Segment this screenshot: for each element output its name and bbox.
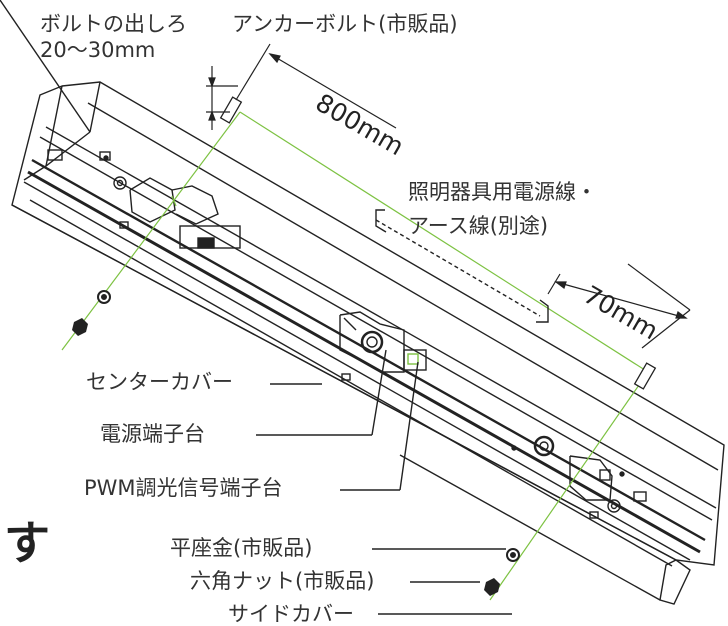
anchor-bolt-right (633, 362, 657, 390)
bolt-protrusion-value: 20〜30mm (40, 38, 156, 62)
label-leaders (256, 349, 512, 615)
bolt-protrusion-label: ボルトの出しろ (40, 12, 187, 36)
fixture-body (0, 0, 725, 605)
wire-bracket (375, 209, 549, 323)
center-cover-label: センターカバー (86, 370, 233, 394)
nut-left (72, 318, 88, 336)
green-guidelines (61, 111, 649, 601)
side-cover-label: サイドカバー (228, 602, 354, 626)
power-wire-label: 照明器具用電源線・ (408, 180, 597, 204)
earth-wire-label: アース線(別途) (408, 214, 549, 238)
anchor-bolt-label: アンカーボルト(市販品) (232, 12, 458, 36)
hex-nut-label: 六角ナット(市販品) (190, 569, 375, 593)
pwm-terminal-label: PWM調光信号端子台 (84, 476, 283, 500)
protrusion-dimension (206, 66, 238, 130)
nut-right (484, 578, 500, 596)
dimension-70 (547, 263, 691, 349)
partial-heading-char: す (4, 516, 50, 570)
anchor-bolt-left (219, 96, 243, 124)
power-terminal-label: 電源端子台 (100, 422, 205, 446)
flat-washer-label: 平座金(市販品) (170, 536, 313, 560)
washer-left (97, 290, 111, 304)
washer-right (506, 548, 520, 562)
dimension-800 (235, 43, 397, 129)
